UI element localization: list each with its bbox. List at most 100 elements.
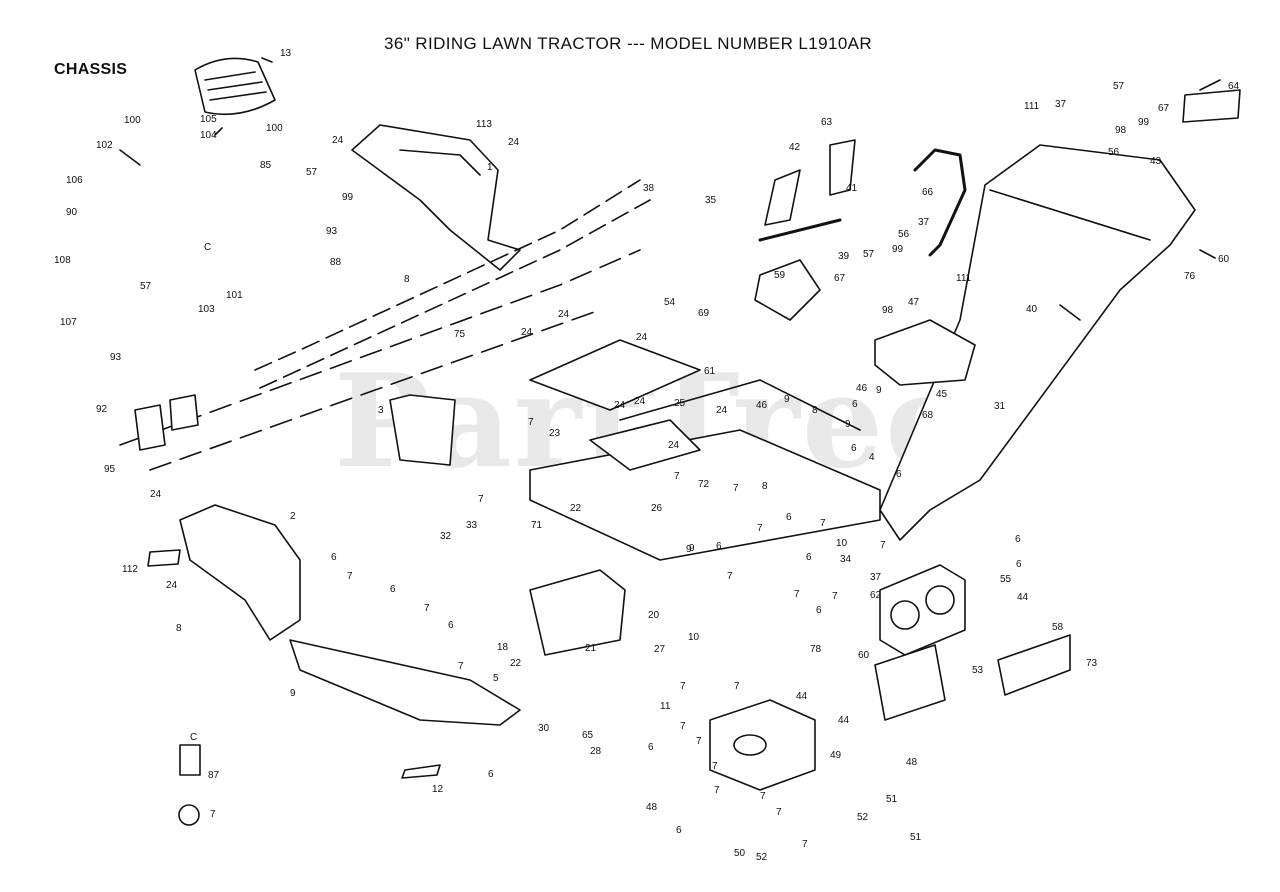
callout: 7 [880, 540, 886, 551]
callout: 6 [390, 584, 396, 595]
callout: 8 [762, 481, 768, 492]
callout: 48 [906, 757, 918, 768]
callout: 99 [892, 244, 904, 255]
callout: 24 [636, 332, 648, 343]
callout: 39 [838, 251, 850, 262]
callout: 7 [696, 736, 702, 747]
callout: 57 [306, 167, 318, 178]
callout: 7 [458, 661, 464, 672]
callout: 87 [208, 770, 220, 781]
callout: 60 [1218, 254, 1230, 265]
callout: 43 [1150, 156, 1162, 167]
callout: 62 [870, 590, 882, 601]
side-plate-part [389, 394, 456, 466]
callout: 67 [834, 273, 846, 284]
callout: 7 [734, 681, 740, 692]
callout: 98 [1115, 125, 1127, 136]
callout: 57 [1113, 81, 1125, 92]
callout: 24 [166, 580, 178, 591]
callout: 95 [104, 464, 116, 475]
callout: 2 [290, 511, 296, 522]
callout: 7 [680, 681, 686, 692]
decal-41-part [758, 218, 842, 242]
callout-labels: 13 100 100 105 104 102 106 90 108 107 57… [54, 48, 1240, 863]
callout: 112 [122, 564, 138, 575]
center-frame-part [529, 429, 881, 561]
callout: 101 [226, 290, 243, 301]
callout: 22 [510, 658, 522, 669]
callout: 61 [704, 366, 716, 377]
callout: 90 [66, 207, 78, 218]
callout: 99 [342, 192, 354, 203]
callout: 60 [858, 650, 870, 661]
callout: 6 [851, 443, 857, 454]
callout: 44 [1017, 592, 1029, 603]
callout: 7 [347, 571, 353, 582]
lower-grille-part [874, 644, 946, 721]
callout: 24 [716, 405, 728, 416]
callout: 24 [558, 309, 570, 320]
callout: 7 [727, 571, 733, 582]
callout: 8 [176, 623, 182, 634]
callout: 73 [1086, 658, 1098, 669]
decal-63-part [829, 139, 856, 196]
callout: 6 [648, 742, 654, 753]
callout: 7 [794, 589, 800, 600]
callout: 51 [886, 794, 898, 805]
callout: 9 [876, 385, 882, 396]
callout: 9 [845, 419, 851, 430]
callout: 35 [705, 195, 717, 206]
callout: 6 [786, 512, 792, 523]
callout: 12 [432, 784, 444, 795]
callout: 59 [774, 270, 786, 281]
callout: 7 [714, 785, 720, 796]
callout: 66 [922, 187, 934, 198]
callout: 6 [1016, 559, 1022, 570]
left-footrest-part [289, 639, 521, 726]
callout: 8 [812, 405, 818, 416]
callout: 6 [488, 769, 494, 780]
callout: 27 [654, 644, 666, 655]
callout: 103 [198, 304, 215, 315]
callout: 48 [646, 802, 658, 813]
callout: 55 [1000, 574, 1012, 585]
callout: 69 [698, 308, 710, 319]
callout: 6 [331, 552, 337, 563]
callout: 57 [140, 281, 152, 292]
callout: 111 [956, 273, 972, 284]
callout: 24 [508, 137, 520, 148]
callout: 54 [664, 297, 676, 308]
callout: 49 [830, 750, 842, 761]
callout: 68 [922, 410, 934, 421]
callout: 25 [674, 398, 686, 409]
callout: 98 [882, 305, 894, 316]
left-fender-part [179, 504, 301, 641]
callout: 105 [200, 114, 217, 125]
callout: 58 [1052, 622, 1064, 633]
grille-part [879, 564, 966, 656]
decal-42-part [764, 169, 801, 226]
callout: 24 [332, 135, 344, 146]
callout: 72 [698, 479, 710, 490]
floor-pan-part [529, 339, 701, 411]
callout: 63 [821, 117, 833, 128]
callout: 44 [838, 715, 850, 726]
callout: 57 [863, 249, 875, 260]
callout: 10 [836, 538, 848, 549]
callout: 71 [531, 520, 543, 531]
callout: 7 [760, 791, 766, 802]
dash-panel-part [754, 259, 821, 321]
callout: 85 [260, 160, 272, 171]
callout: 9 [689, 543, 695, 554]
callout: 38 [643, 183, 655, 194]
callout: 56 [898, 229, 910, 240]
callout: C [190, 732, 197, 743]
callout: 26 [651, 503, 663, 514]
callout: 24 [614, 400, 626, 411]
callout: 7 [424, 603, 430, 614]
callout: 4 [869, 452, 875, 463]
callout: 6 [1015, 534, 1021, 545]
callout: 6 [816, 605, 822, 616]
callout: 7 [712, 761, 718, 772]
callout: 7 [832, 591, 838, 602]
